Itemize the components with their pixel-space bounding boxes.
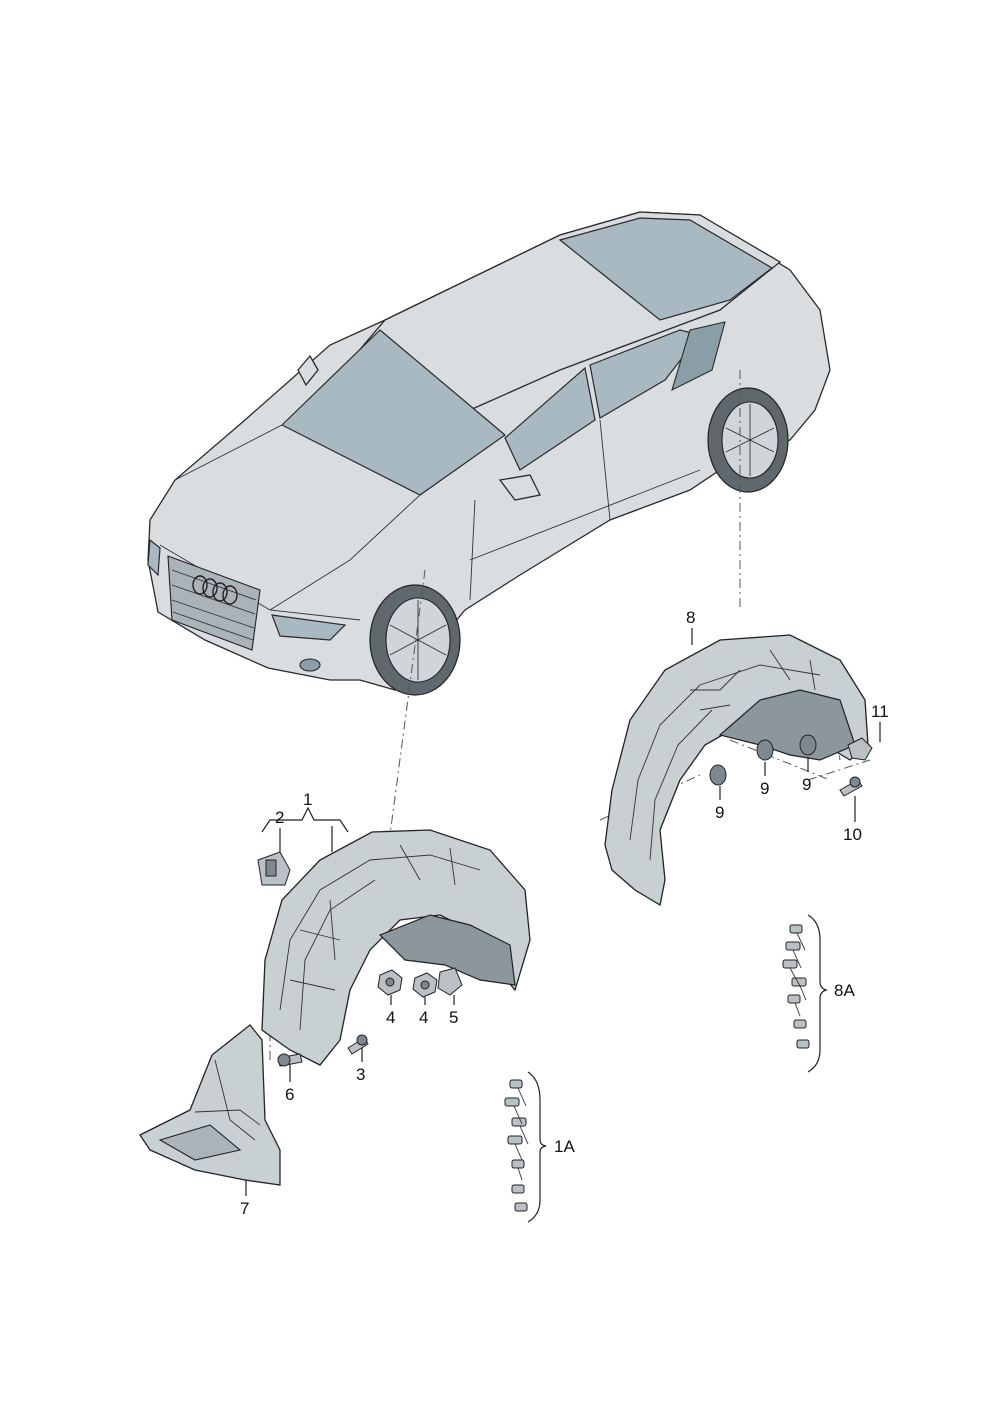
callout-labels: 1 2 3 4 4 5 6 7 8 9 9 9 10 11 1A 8A: [240, 608, 889, 1218]
clip-part-5: [437, 967, 463, 996]
callout-3: 3: [356, 1065, 365, 1084]
fastener-set-1A: [504, 1071, 547, 1223]
callout-leaders: [245, 628, 881, 1196]
callout-1A: 1A: [554, 1137, 575, 1156]
front-wheel: [369, 584, 461, 696]
callout-4a: 4: [386, 1008, 395, 1027]
clip-part-2: [257, 851, 291, 886]
callout-9a: 9: [715, 803, 724, 822]
callout-7: 7: [240, 1199, 249, 1218]
callout-8A: 8A: [834, 981, 855, 1000]
callout-11: 11: [871, 702, 889, 721]
screw-part-10: [839, 776, 863, 797]
rear-wheel-housing-liner: [604, 634, 869, 907]
callout-8: 8: [686, 608, 695, 627]
car-illustration: [147, 211, 831, 696]
callout-4b: 4: [419, 1008, 428, 1027]
callout-1: 1: [303, 790, 312, 809]
callout-9c: 9: [802, 775, 811, 794]
callout-10: 10: [843, 825, 862, 844]
nut-part-4b: [412, 972, 438, 998]
clip-part-11: [847, 737, 873, 761]
clip-part-9c: [799, 734, 817, 756]
clip-part-9b: [756, 739, 774, 761]
callout-2: 2: [275, 808, 284, 827]
nut-part-4a: [377, 969, 403, 996]
lower-trim-part-7: [139, 1024, 281, 1186]
screw-part-3: [347, 1034, 369, 1055]
clip-part-9a: [709, 764, 727, 786]
callout-9b: 9: [760, 779, 769, 798]
front-grille: [167, 555, 261, 651]
callout-6: 6: [285, 1085, 294, 1104]
screw-part-6: [277, 1053, 303, 1067]
fastener-set-8A: [782, 914, 828, 1073]
front-wheel-housing-liner: [261, 829, 531, 1066]
callout-5: 5: [449, 1008, 458, 1027]
brand-logo: [192, 575, 238, 605]
rear-wheel: [707, 387, 789, 493]
